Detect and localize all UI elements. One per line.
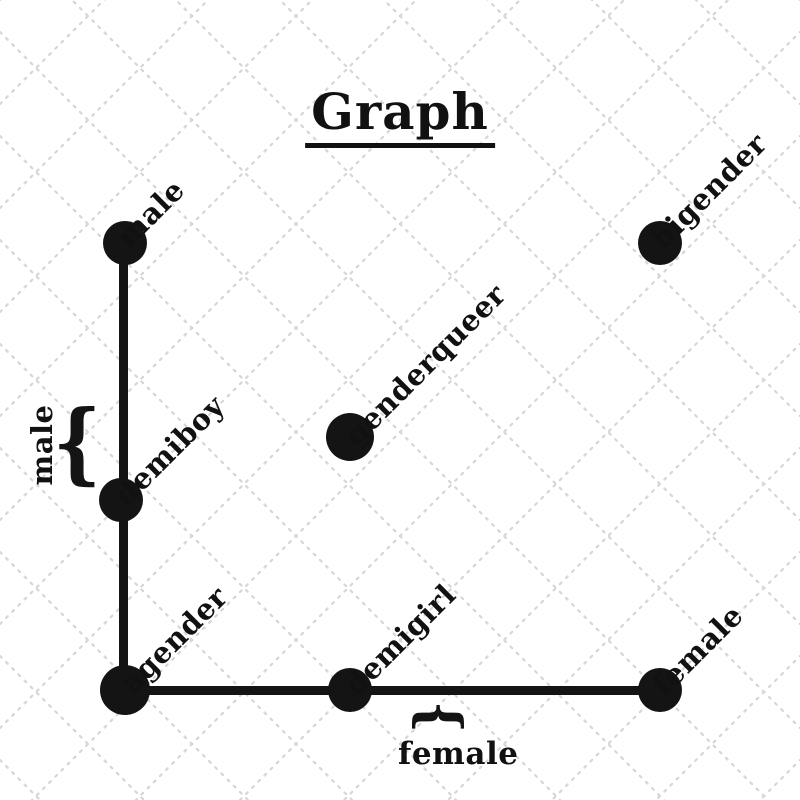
edge-agender-female xyxy=(125,686,660,695)
node-female xyxy=(638,668,682,712)
group-label-female: female xyxy=(398,736,519,772)
node-agender xyxy=(100,665,150,715)
node-bigender xyxy=(638,221,682,265)
node-genderqueer xyxy=(326,413,374,461)
left-brace-icon: { xyxy=(52,390,102,494)
node-demigirl xyxy=(328,668,372,712)
page-title: Graph xyxy=(305,82,495,148)
edge-male-agender xyxy=(119,243,128,690)
node-male xyxy=(103,221,147,265)
node-demiboy xyxy=(99,478,143,522)
